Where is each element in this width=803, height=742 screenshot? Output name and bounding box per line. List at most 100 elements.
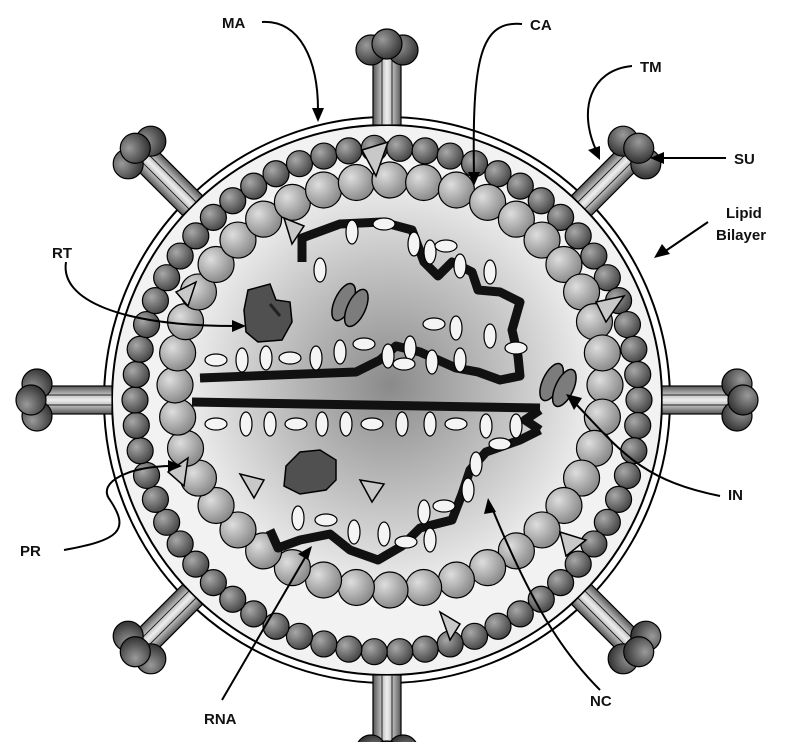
env-spike (662, 369, 758, 431)
nc-oval (480, 414, 492, 438)
nc-oval (424, 412, 436, 436)
nc-oval (382, 344, 394, 368)
nc-oval (334, 340, 346, 364)
label-lipid-line2: Bilayer (716, 227, 766, 244)
label-su: SU (734, 151, 755, 168)
matrix-bead (507, 601, 533, 627)
capsid-bead (584, 335, 620, 371)
label-lipid-line1: Lipid (726, 205, 762, 222)
nc-oval (393, 358, 415, 370)
nc-oval (314, 258, 326, 282)
nc-oval (454, 348, 466, 372)
tm-stalk (662, 386, 732, 414)
env-spike (16, 369, 112, 431)
nc-oval (423, 318, 445, 330)
label-tm: TM (640, 59, 662, 76)
nc-oval (378, 522, 390, 546)
capsid-bead (587, 367, 623, 403)
matrix-bead (263, 613, 289, 639)
matrix-bead (311, 143, 337, 169)
nc-oval (396, 412, 408, 436)
matrix-bead (142, 288, 168, 314)
tm-stalk (42, 386, 112, 414)
matrix-bead (286, 623, 312, 649)
nc-oval (348, 520, 360, 544)
capsid-bead (306, 172, 342, 208)
nc-oval (353, 338, 375, 350)
env-spike (356, 675, 418, 742)
label-pr: PR (20, 543, 41, 560)
matrix-bead (437, 143, 463, 169)
capsid-bead (438, 562, 474, 598)
su-cap (728, 385, 758, 415)
nc-oval (236, 348, 248, 372)
label-rt: RT (52, 245, 72, 262)
matrix-bead (485, 613, 511, 639)
nc-oval (373, 218, 395, 230)
arrowhead-lipid (654, 244, 670, 258)
matrix-bead (621, 336, 647, 362)
capsid-bead (406, 569, 442, 605)
nc-oval (418, 500, 430, 524)
nc-oval (361, 418, 383, 430)
nc-oval (340, 412, 352, 436)
capsid-bead (406, 165, 442, 201)
matrix-bead (336, 138, 362, 164)
label-ma: MA (222, 15, 245, 32)
nc-oval (445, 418, 467, 430)
nc-oval (315, 514, 337, 526)
capsid-bead (584, 399, 620, 435)
label-in: IN (728, 487, 743, 504)
nc-oval (489, 438, 511, 450)
matrix-bead (387, 135, 413, 161)
capsid-bead (160, 399, 196, 435)
matrix-bead (614, 312, 640, 338)
nc-oval (264, 412, 276, 436)
nc-oval (454, 254, 466, 278)
nc-oval (346, 220, 358, 244)
nc-oval (510, 414, 522, 438)
tm-stalk (373, 675, 401, 742)
su-cap (16, 385, 46, 415)
matrix-bead (286, 151, 312, 177)
matrix-bead (485, 161, 511, 187)
nc-oval (435, 240, 457, 252)
nc-oval (462, 478, 474, 502)
nc-oval (316, 412, 328, 436)
capsid-bead (338, 569, 374, 605)
capsid-bead (157, 367, 193, 403)
matrix-bead (626, 387, 652, 413)
nc-oval (470, 452, 482, 476)
capsid-bead (338, 165, 374, 201)
label-nc: NC (590, 693, 612, 710)
su-cap (372, 29, 402, 59)
matrix-bead (123, 412, 149, 438)
nc-oval (395, 536, 417, 548)
matrix-bead (122, 387, 148, 413)
matrix-bead (625, 362, 651, 388)
matrix-bead (241, 173, 267, 199)
nc-oval (260, 346, 272, 370)
matrix-bead (154, 509, 180, 535)
matrix-bead (311, 631, 337, 657)
matrix-bead (263, 161, 289, 187)
tm-stalk (373, 55, 401, 125)
rna-strand-mid (192, 402, 540, 408)
matrix-bead (336, 636, 362, 662)
matrix-bead (127, 336, 153, 362)
matrix-bead (606, 486, 632, 512)
nc-oval (285, 418, 307, 430)
nc-oval (310, 346, 322, 370)
capsid-bead (372, 572, 408, 608)
matrix-bead (127, 438, 153, 464)
matrix-bead (625, 412, 651, 438)
nc-oval (240, 412, 252, 436)
matrix-bead (142, 486, 168, 512)
nc-oval (450, 316, 462, 340)
matrix-bead (412, 138, 438, 164)
matrix-bead (361, 639, 387, 665)
nc-oval (484, 324, 496, 348)
nc-oval (424, 528, 436, 552)
label-ca: CA (530, 17, 552, 34)
